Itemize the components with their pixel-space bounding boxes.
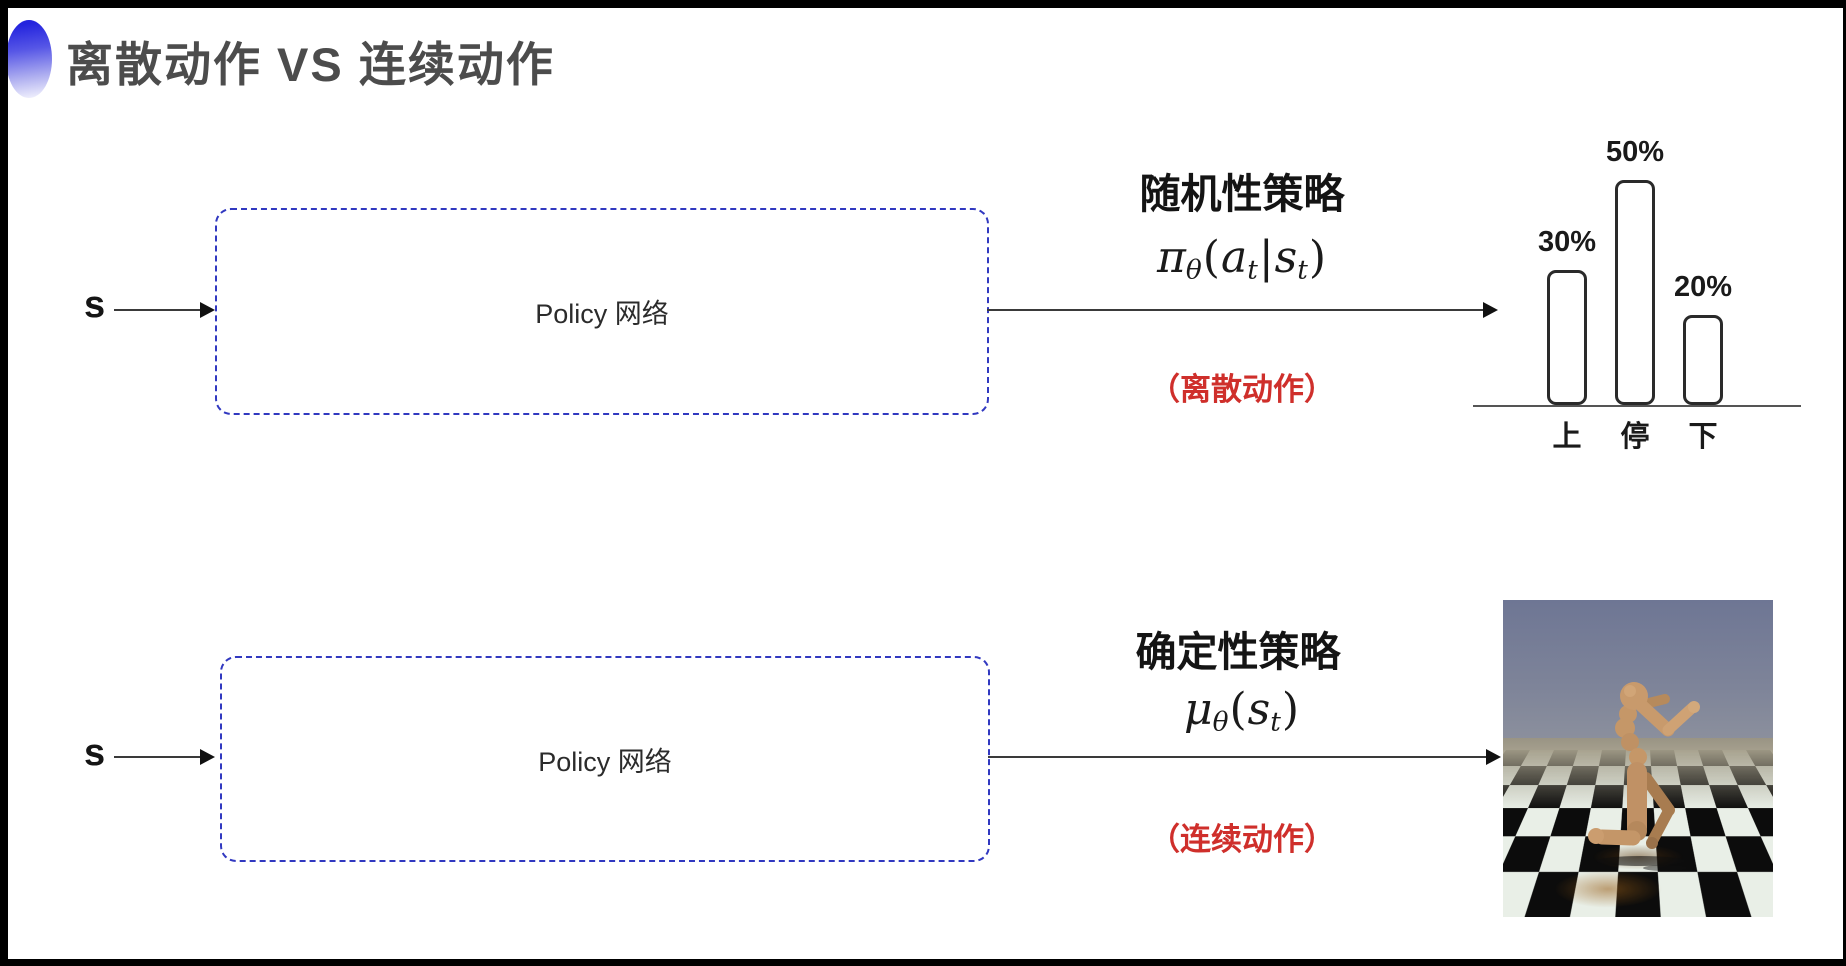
formula-segment: π: [1156, 232, 1186, 283]
formula-segment: s: [1274, 232, 1298, 283]
continuous-action-note: （连续动作）: [1149, 822, 1335, 857]
frame-border-top: [0, 0, 1846, 8]
bar-value-label: 50%: [1605, 136, 1665, 168]
formula-segment: ): [1281, 684, 1300, 735]
page-title: 离散动作 VS 连续动作: [66, 38, 555, 91]
formula-segment: t: [1270, 706, 1281, 738]
frame-border-right: [1843, 0, 1846, 966]
formula-segment: |: [1258, 232, 1274, 283]
formula-segment: t: [1247, 254, 1258, 286]
bar-停: [1615, 180, 1655, 405]
frame-border-left: [0, 0, 8, 966]
scene-sky: [1503, 600, 1773, 746]
bar-value-label: 20%: [1673, 271, 1733, 303]
bar-下: [1683, 315, 1723, 405]
formula-segment: θ: [1212, 706, 1229, 738]
output-arrowhead-bottom: [1486, 749, 1501, 765]
frame-border-bottom: [0, 959, 1846, 966]
formula-segment: (: [1229, 684, 1247, 735]
state-input-label-bottom: s: [84, 732, 106, 774]
humanoid-robot-figure: [1588, 682, 1700, 871]
stochastic-policy-formula: πθ(at|st): [1042, 232, 1442, 286]
formula-segment: θ: [1185, 254, 1202, 286]
input-arrow-top: [114, 309, 202, 311]
input-arrow-bottom: [114, 756, 202, 758]
formula-segment: s: [1247, 684, 1271, 735]
output-arrow-bottom: [988, 756, 1488, 758]
title-bullet-icon: [6, 20, 52, 98]
input-arrowhead-top: [200, 302, 215, 318]
discrete-action-note: （离散动作）: [1149, 372, 1335, 407]
bar-value-label: 30%: [1537, 226, 1597, 258]
formula-segment: ): [1308, 232, 1327, 283]
input-arrowhead-bottom: [200, 749, 215, 765]
bar-category-label: 停: [1620, 421, 1650, 453]
state-input-label-top: s: [84, 284, 106, 326]
formula-segment: a: [1220, 232, 1248, 283]
policy-network-box-bottom: Policy 网络: [220, 656, 990, 862]
policy-network-label-top: Policy 网络: [535, 299, 669, 329]
humanoid-simulation-image: [1503, 600, 1773, 917]
action-probability-chart: 30% 50% 20% 上 停 下: [1473, 98, 1803, 458]
deterministic-policy-formula: μθ(st): [1042, 684, 1442, 738]
bar-category-label: 上: [1552, 421, 1582, 453]
formula-segment: t: [1297, 254, 1308, 286]
policy-network-label-bottom: Policy 网络: [538, 746, 672, 777]
formula-segment: μ: [1183, 684, 1213, 735]
output-arrowhead-top: [1483, 302, 1498, 318]
bar-category-label: 下: [1688, 421, 1718, 453]
bar-上: [1547, 270, 1587, 405]
output-arrow-top: [987, 309, 1485, 311]
deterministic-policy-label: 确定性策略: [1135, 629, 1341, 675]
policy-network-box-top: Policy 网络: [215, 208, 989, 415]
chart-baseline: [1473, 405, 1801, 407]
formula-segment: (: [1202, 232, 1220, 283]
stochastic-policy-label: 随机性策略: [1139, 171, 1345, 217]
